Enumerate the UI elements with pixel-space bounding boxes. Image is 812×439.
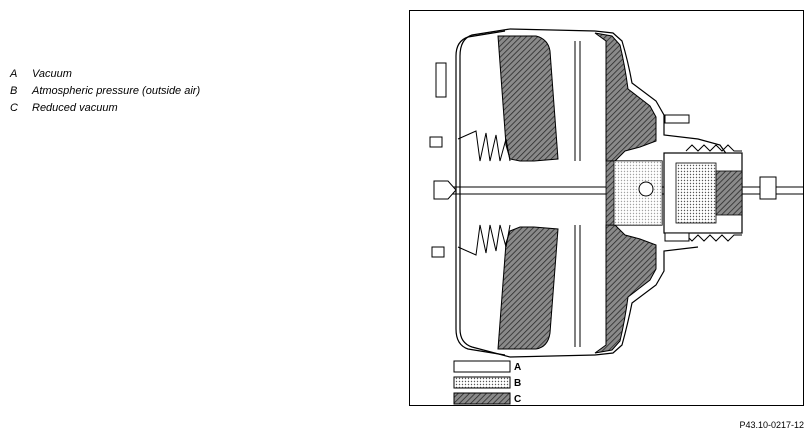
- legend-key: B: [10, 85, 18, 97]
- swatch-b: [453, 376, 511, 389]
- legend-list: A Vacuum B Atmospheric pressure (outside a…: [10, 66, 200, 117]
- swatch-c: [453, 392, 511, 405]
- brake-booster-figure: A B C: [409, 10, 804, 406]
- swatch-key-a: A: [514, 362, 521, 373]
- legend-label: Reduced vacuum: [32, 102, 118, 114]
- legend-label: Atmospheric pressure (outside air): [32, 85, 201, 97]
- booster-housing: [455, 28, 731, 358]
- pressure-swatches: A B C: [453, 360, 521, 405]
- legend-item-vacuum: A Vacuum: [10, 66, 200, 83]
- push-rod-and-valve: [433, 114, 803, 242]
- return-spring: [429, 62, 511, 258]
- swatch-a: [453, 360, 511, 373]
- swatch-key-b: B: [514, 378, 521, 389]
- legend-key: A: [10, 68, 18, 80]
- legend-label: Vacuum: [32, 68, 72, 80]
- diaphragm-chamber: [497, 32, 657, 354]
- legend-item-reduced-vacuum: C Reduced vacuum: [10, 100, 200, 117]
- legend-key: C: [10, 102, 18, 114]
- brake-booster-cross-section: A B C: [429, 28, 803, 405]
- swatch-key-c: C: [514, 394, 521, 405]
- legend-item-atmospheric: B Atmospheric pressure (outside air): [10, 83, 200, 100]
- reference-code: P43.10-0217-12: [739, 420, 804, 430]
